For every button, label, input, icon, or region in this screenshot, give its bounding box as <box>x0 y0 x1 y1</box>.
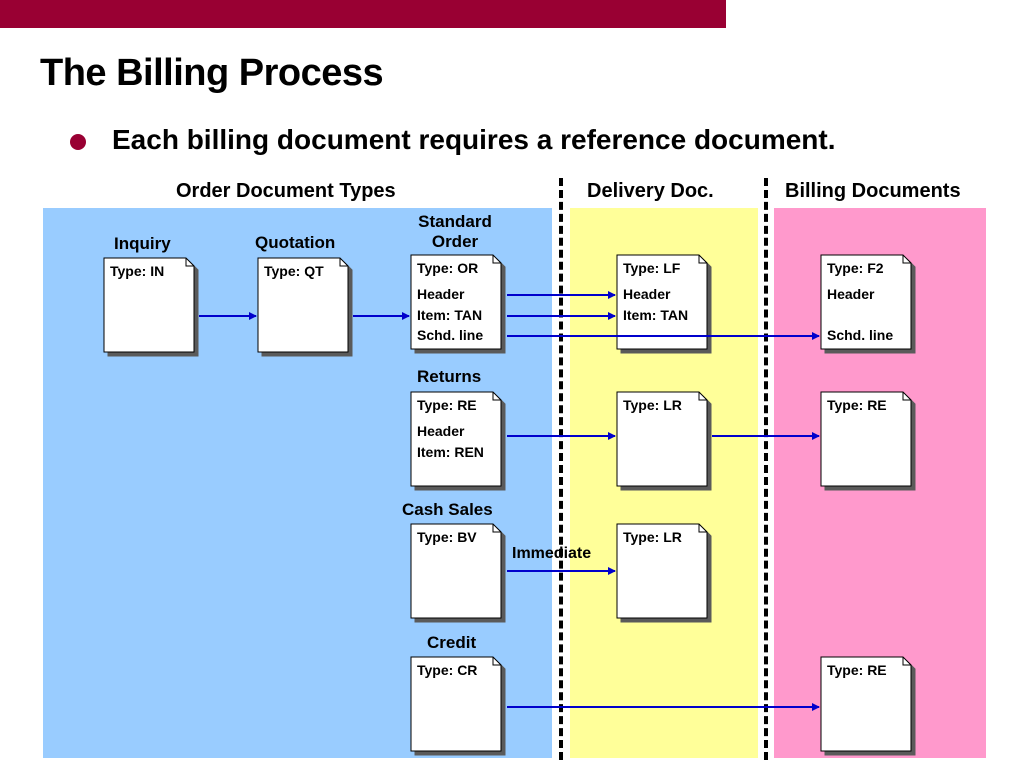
doc-billing-f2-header: Header <box>827 286 875 302</box>
doc-billing-f2-schedule: Schd. line <box>827 327 894 343</box>
doc-inquiry: Type: IN <box>103 257 195 353</box>
doc-billing-re-credit: Type: RE <box>820 656 912 752</box>
doc-returns-type: Type: RE <box>417 397 477 413</box>
doc-standard-order-schedule: Schd. line <box>417 327 484 343</box>
column-header-order: Order Document Types <box>176 180 396 202</box>
doc-standard-order-header: Header <box>417 286 465 302</box>
bullet-text: Each billing document requires a referen… <box>112 124 836 155</box>
doc-credit-type: Type: CR <box>417 662 478 678</box>
doc-billing-f2: Type: F2 Header Schd. line <box>820 254 912 350</box>
immediate-label: Immediate <box>512 545 592 562</box>
doc-credit: Type: CR <box>410 656 502 752</box>
doc-delivery-lf-item: Item: TAN <box>623 307 689 323</box>
doc-billing-re-returns: Type: RE <box>820 391 912 487</box>
doc-delivery-lf: Type: LF Header Item: TAN <box>616 254 708 350</box>
doc-returns: Type: RE Header Item: REN <box>410 391 502 487</box>
doc-standard-order-type: Type: OR <box>417 260 479 276</box>
doc-cash-sales-type: Type: BV <box>417 529 477 545</box>
group-label-cash-sales: Cash Sales <box>402 500 493 519</box>
top-accent-bar <box>0 0 726 28</box>
page-title: The Billing Process <box>40 52 384 94</box>
doc-standard-order: Type: OR Header Item: TAN Schd. line <box>410 254 502 350</box>
column-header-delivery: Delivery Doc. <box>587 180 714 202</box>
doc-billing-f2-type: Type: F2 <box>827 260 884 276</box>
group-label-standard-order-line2: Order <box>431 232 479 251</box>
doc-quotation: Type: QT <box>257 257 349 353</box>
divider-order-delivery <box>559 178 563 760</box>
divider-delivery-billing <box>764 178 768 760</box>
group-label-returns: Returns <box>417 367 482 386</box>
doc-delivery-lr-returns-type: Type: LR <box>623 397 682 413</box>
group-label-credit: Credit <box>427 633 477 652</box>
doc-inquiry-type: Type: IN <box>110 263 165 279</box>
bullet-icon <box>70 134 86 150</box>
doc-delivery-lf-header: Header <box>623 286 671 302</box>
column-header-billing: Billing Documents <box>785 180 961 202</box>
group-label-quotation: Quotation <box>255 233 336 252</box>
doc-billing-re-returns-type: Type: RE <box>827 397 887 413</box>
doc-billing-re-credit-type: Type: RE <box>827 662 887 678</box>
doc-cash-sales: Type: BV <box>410 523 502 619</box>
doc-returns-header: Header <box>417 423 465 439</box>
group-label-standard-order-line1: Standard <box>418 212 492 231</box>
doc-delivery-lr-cash: Type: LR <box>616 523 708 619</box>
group-label-inquiry: Inquiry <box>114 234 171 253</box>
doc-delivery-lf-type: Type: LF <box>623 260 681 276</box>
doc-returns-item: Item: REN <box>417 444 484 460</box>
group-label-standard-order: Standard Order <box>409 212 501 252</box>
doc-delivery-lr-cash-type: Type: LR <box>623 529 682 545</box>
doc-delivery-lr-returns: Type: LR <box>616 391 708 487</box>
doc-quotation-type: Type: QT <box>264 263 324 279</box>
doc-standard-order-item: Item: TAN <box>417 307 483 323</box>
